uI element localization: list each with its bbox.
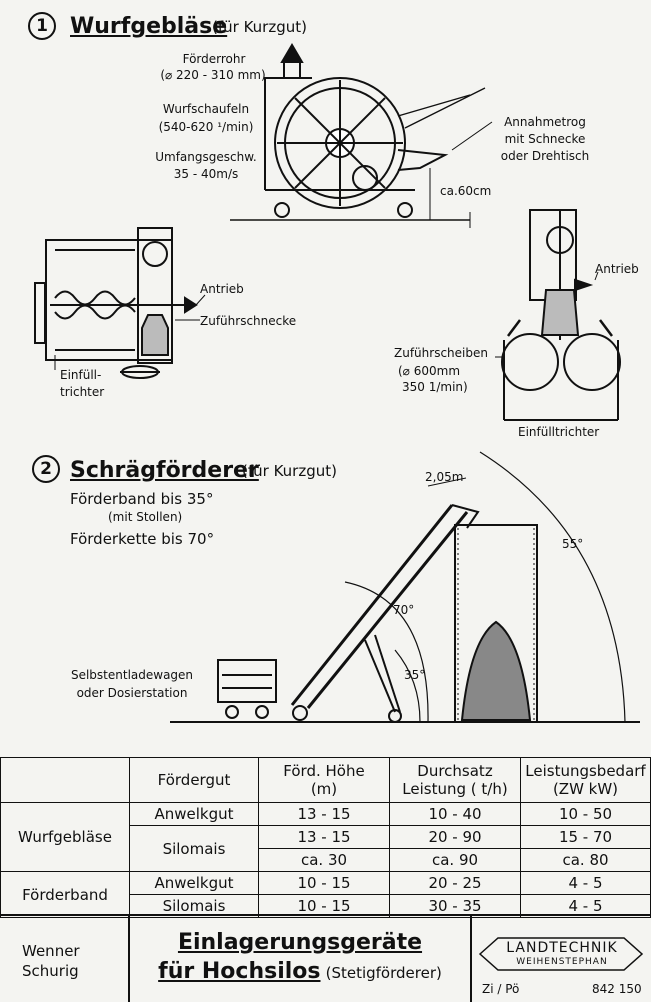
- spec-table: Fördergut Förd. Höhe (m) Durchsatz Leist…: [0, 757, 651, 918]
- label-scheiben-dim: (⌀ 600mm: [398, 364, 461, 378]
- section2-line2: Förderkette bis 70°: [70, 530, 215, 548]
- footer-title: Einlagerungsgeräte für Hochsilos (Stetig…: [130, 916, 472, 1002]
- footer-authors: Wenner Schurig: [0, 916, 130, 1002]
- label-einfuelltrichter: Einfülltrichter: [518, 425, 600, 439]
- label-zufuehrscheiben: Zuführscheiben: [394, 346, 488, 360]
- section2-subtitle: (für Kurzgut): [242, 462, 337, 480]
- section2-line1-note: (mit Stollen): [108, 510, 183, 524]
- technical-drawing: [34, 43, 640, 723]
- section1-title: Wurfgebläse: [70, 14, 228, 39]
- label-height: ca.60cm: [440, 184, 492, 198]
- cell-durchsatz: ca. 90: [389, 848, 521, 872]
- section2-number: 2: [32, 455, 60, 483]
- title-line1: Einlagerungsgeräte: [177, 930, 423, 955]
- cell-gut: Anwelkgut: [129, 871, 259, 895]
- label-annahmetrog: Annahmetrog: [504, 115, 586, 129]
- footer-logo: LANDTECHNIK WEIHENSTEPHAN Zi / Pö 842 15…: [472, 916, 651, 1002]
- table-row: ca. 30 ca. 90 ca. 80: [1, 848, 651, 872]
- header-leistung-line1: Leistungsbedarf: [525, 762, 646, 780]
- cell-durchsatz: 20 - 90: [389, 825, 521, 849]
- header-durchsatz-line2: Leistung ( t/h): [402, 780, 508, 798]
- label-foerderrohr-dim: (⌀ 220 - 310 mm): [160, 68, 266, 82]
- cell-hoehe: 13 - 15: [258, 802, 390, 826]
- header-foerdergut: Fördergut: [129, 757, 259, 803]
- blower-top-view-screw: [34, 227, 206, 379]
- footer-initials: Zi / Pö: [482, 982, 520, 996]
- author-wenner: Wenner: [22, 942, 80, 960]
- label-wurfschaufeln: Wurfschaufeln: [162, 102, 250, 116]
- label-einfuell: Einfüll-: [60, 368, 102, 382]
- cell-gut: Silomais: [129, 825, 259, 872]
- header-durchsatz: Durchsatz Leistung ( t/h): [389, 757, 521, 803]
- label-wagen1: Selbstentladewagen: [70, 668, 194, 682]
- section2-line1: Förderband bis 35°: [70, 490, 214, 508]
- blower-discs-view: [495, 209, 621, 421]
- section1-number: 1: [28, 12, 56, 40]
- title-line2-main: für Hochsilos: [158, 959, 321, 984]
- header-leistung: Leistungsbedarf (ZW kW): [520, 757, 651, 803]
- cell-hoehe: ca. 30: [258, 848, 390, 872]
- label-angle35: 35°: [404, 668, 426, 682]
- cell-durchsatz: 10 - 40: [389, 802, 521, 826]
- label-antrieb-right: Antrieb: [595, 262, 639, 276]
- label-length: 2,05m: [425, 470, 464, 484]
- header-hoehe: Förd. Höhe (m): [258, 757, 390, 803]
- label-antrieb-left: Antrieb: [200, 282, 244, 296]
- label-scheiben-rpm: 350 1/min): [402, 380, 468, 394]
- label-wagen2: oder Dosierstation: [76, 686, 188, 700]
- label-foerderrohr: Förderrohr: [182, 52, 246, 66]
- cell-hoehe: 10 - 15: [258, 871, 390, 895]
- section1-subtitle: (für Kurzgut): [212, 18, 307, 36]
- group-wurfgeblaese: Wurfgebläse: [0, 802, 130, 872]
- label-zufuehrschnecke: Zuführschnecke: [200, 314, 297, 328]
- title-line2-paren: (Stetigförderer): [325, 964, 442, 982]
- cell-hoehe: 13 - 15: [258, 825, 390, 849]
- cell-gut: Anwelkgut: [129, 802, 259, 826]
- cell-leistung: 10 - 50: [520, 802, 651, 826]
- label-wurfschaufeln-dim: (540-620 ¹/min): [158, 120, 254, 134]
- header-hoehe-line2: (m): [310, 780, 338, 798]
- logo-line1: LANDTECHNIK: [506, 940, 618, 956]
- cell-durchsatz: 20 - 25: [389, 871, 521, 895]
- landtechnik-logo: [478, 937, 644, 971]
- table-row: Silomais 13 - 15 20 - 90 15 - 70: [1, 825, 651, 872]
- cell-leistung: 15 - 70: [520, 825, 651, 849]
- group-foerderband: Förderband: [0, 871, 130, 918]
- inclined-conveyor: [170, 451, 640, 723]
- section2-title: Schrägförderer: [70, 458, 259, 483]
- cell-leistung: ca. 80: [520, 848, 651, 872]
- label-angle70: 70°: [393, 603, 415, 617]
- author-schurig: Schurig: [22, 962, 79, 980]
- table-row: Wurfgebläse Anwelkgut 13 - 15 10 - 40 10…: [0, 802, 651, 872]
- blower-side-view: [230, 43, 493, 228]
- footer: Wenner Schurig Einlagerungsgeräte für Ho…: [0, 914, 651, 1002]
- logo-line2: WEIHENSTEPHAN: [516, 957, 608, 967]
- label-umfangsgeschw: Umfangsgeschw.: [155, 150, 257, 164]
- title-line2: für Hochsilos (Stetigförderer): [130, 959, 470, 984]
- cell-leistung: 4 - 5: [520, 871, 651, 895]
- header-hoehe-line1: Förd. Höhe: [283, 762, 365, 780]
- table-row: Förderband Anwelkgut 10 - 15 20 - 25 4 -…: [0, 871, 651, 918]
- label-oder-drehtisch: oder Drehtisch: [500, 149, 590, 163]
- header-durchsatz-line1: Durchsatz: [417, 762, 493, 780]
- header-leistung-line2: (ZW kW): [552, 780, 619, 798]
- label-trichter: trichter: [60, 385, 105, 399]
- footer-code: 842 150: [592, 982, 642, 996]
- table-corner: [0, 757, 130, 803]
- label-umfangsgeschw-val: 35 - 40m/s: [173, 167, 239, 181]
- label-angle55: 55°: [562, 537, 584, 551]
- label-mit-schnecke: mit Schnecke: [504, 132, 586, 146]
